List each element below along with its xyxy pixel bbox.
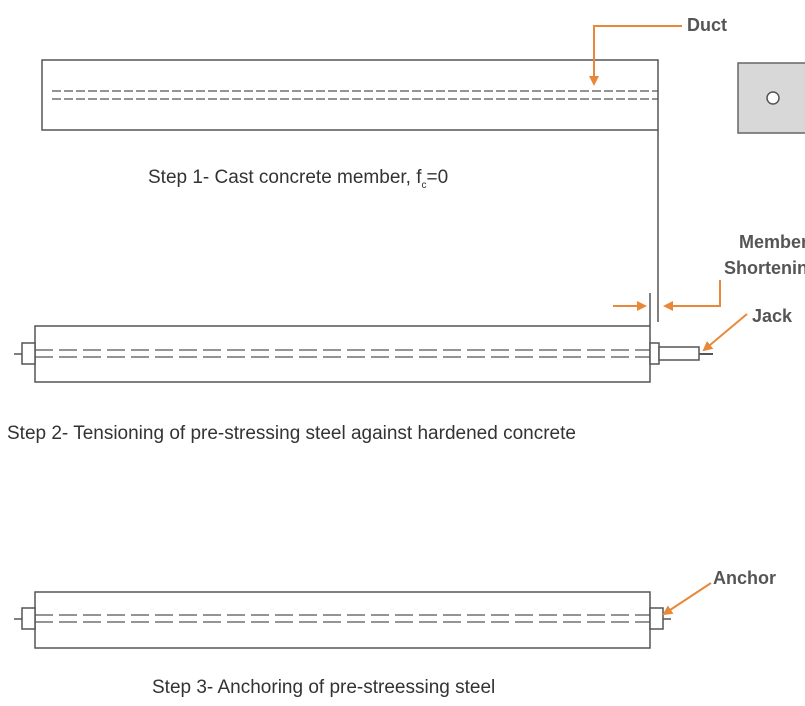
step3-caption: Step 3- Anchoring of pre-streessing stee… <box>152 677 495 698</box>
anchor-label: Anchor <box>713 568 776 588</box>
step2-left-anchor-plate <box>21 342 36 365</box>
step2-right-anchor-plate <box>649 342 660 365</box>
step3-left-anchor-plate <box>21 607 36 630</box>
shortening-arrow-right <box>663 280 721 311</box>
step2-member <box>34 325 651 383</box>
jack-leader <box>702 313 748 352</box>
anchor-leader <box>662 582 712 616</box>
duct-leader <box>589 25 682 86</box>
member-label: Member <box>739 232 805 252</box>
shortening-label: Shortening <box>724 258 805 278</box>
duct-hole-icon <box>766 91 780 105</box>
duct-label: Duct <box>687 15 727 35</box>
step1-member <box>41 59 659 131</box>
step2-caption: Step 2- Tensioning of pre-stressing stee… <box>7 423 576 444</box>
jack-label: Jack <box>752 306 793 326</box>
step3-right-anchor-plate <box>649 607 664 630</box>
jack-body <box>658 346 700 361</box>
step1-caption: Step 1- Cast concrete member, fc=0 <box>148 167 448 191</box>
step3-member <box>34 591 651 649</box>
